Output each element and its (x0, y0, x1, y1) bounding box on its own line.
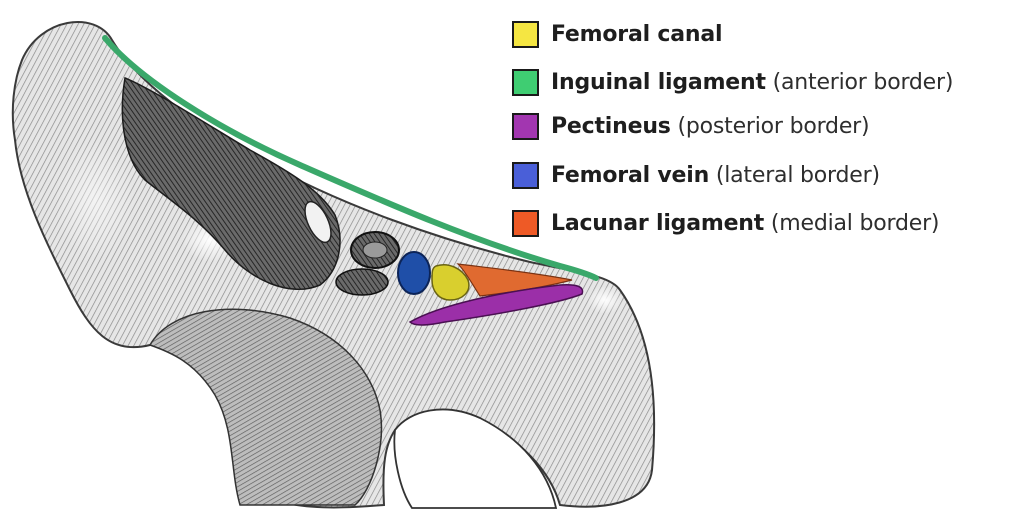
femoral-canal-highlight (431, 264, 470, 301)
legend-item-lacunar-ligament: Lacunar ligament (medial border) (512, 205, 940, 241)
legend-term: Femoral canal (551, 21, 723, 47)
legend-label: Femoral canal (551, 21, 723, 47)
pectineus-highlight (408, 284, 584, 326)
legend-term: Inguinal ligament (551, 69, 766, 95)
legend-label: Lacunar ligament (medial border) (551, 210, 940, 236)
legend-item-femoral-vein: Femoral vein (lateral border) (512, 157, 880, 193)
inguinal-ligament-swatch (512, 68, 539, 96)
legend-label: Inguinal ligament (anterior border) (551, 70, 953, 95)
legend-label: Pectineus (posterior border) (551, 113, 870, 139)
legend-item-femoral-canal: Femoral canal (512, 16, 723, 52)
pectineus-swatch (512, 112, 539, 140)
legend-term: Femoral vein (551, 162, 710, 188)
legend-item-pectineus: Pectineus (posterior border) (512, 108, 870, 144)
femoral-vein-highlight (397, 251, 431, 295)
femoral-nerve (304, 200, 332, 244)
obturator-foramen (148, 308, 383, 506)
lacunar-ligament-swatch (512, 209, 539, 237)
legend-detail: (anterior border) (772, 69, 954, 95)
legend-term: Pectineus (551, 113, 671, 139)
lymph-node (335, 268, 389, 296)
legend-detail: (posterior border) (677, 113, 870, 139)
legend-term: Lacunar ligament (551, 210, 765, 236)
femoral-canal-swatch (512, 20, 539, 48)
legend-label: Femoral vein (lateral border) (551, 163, 880, 188)
femoral-vein-swatch (512, 161, 539, 189)
legend-detail: (lateral border) (715, 162, 880, 188)
acetabular-notch (393, 408, 558, 509)
inguinal-ligament-highlight (102, 35, 599, 281)
legend-detail: (medial border) (770, 210, 940, 236)
legend-item-inguinal-ligament: Inguinal ligament (anterior border) (512, 64, 953, 100)
iliopsoas-muscle (121, 76, 341, 290)
anatomical-illustration (11, 21, 656, 509)
